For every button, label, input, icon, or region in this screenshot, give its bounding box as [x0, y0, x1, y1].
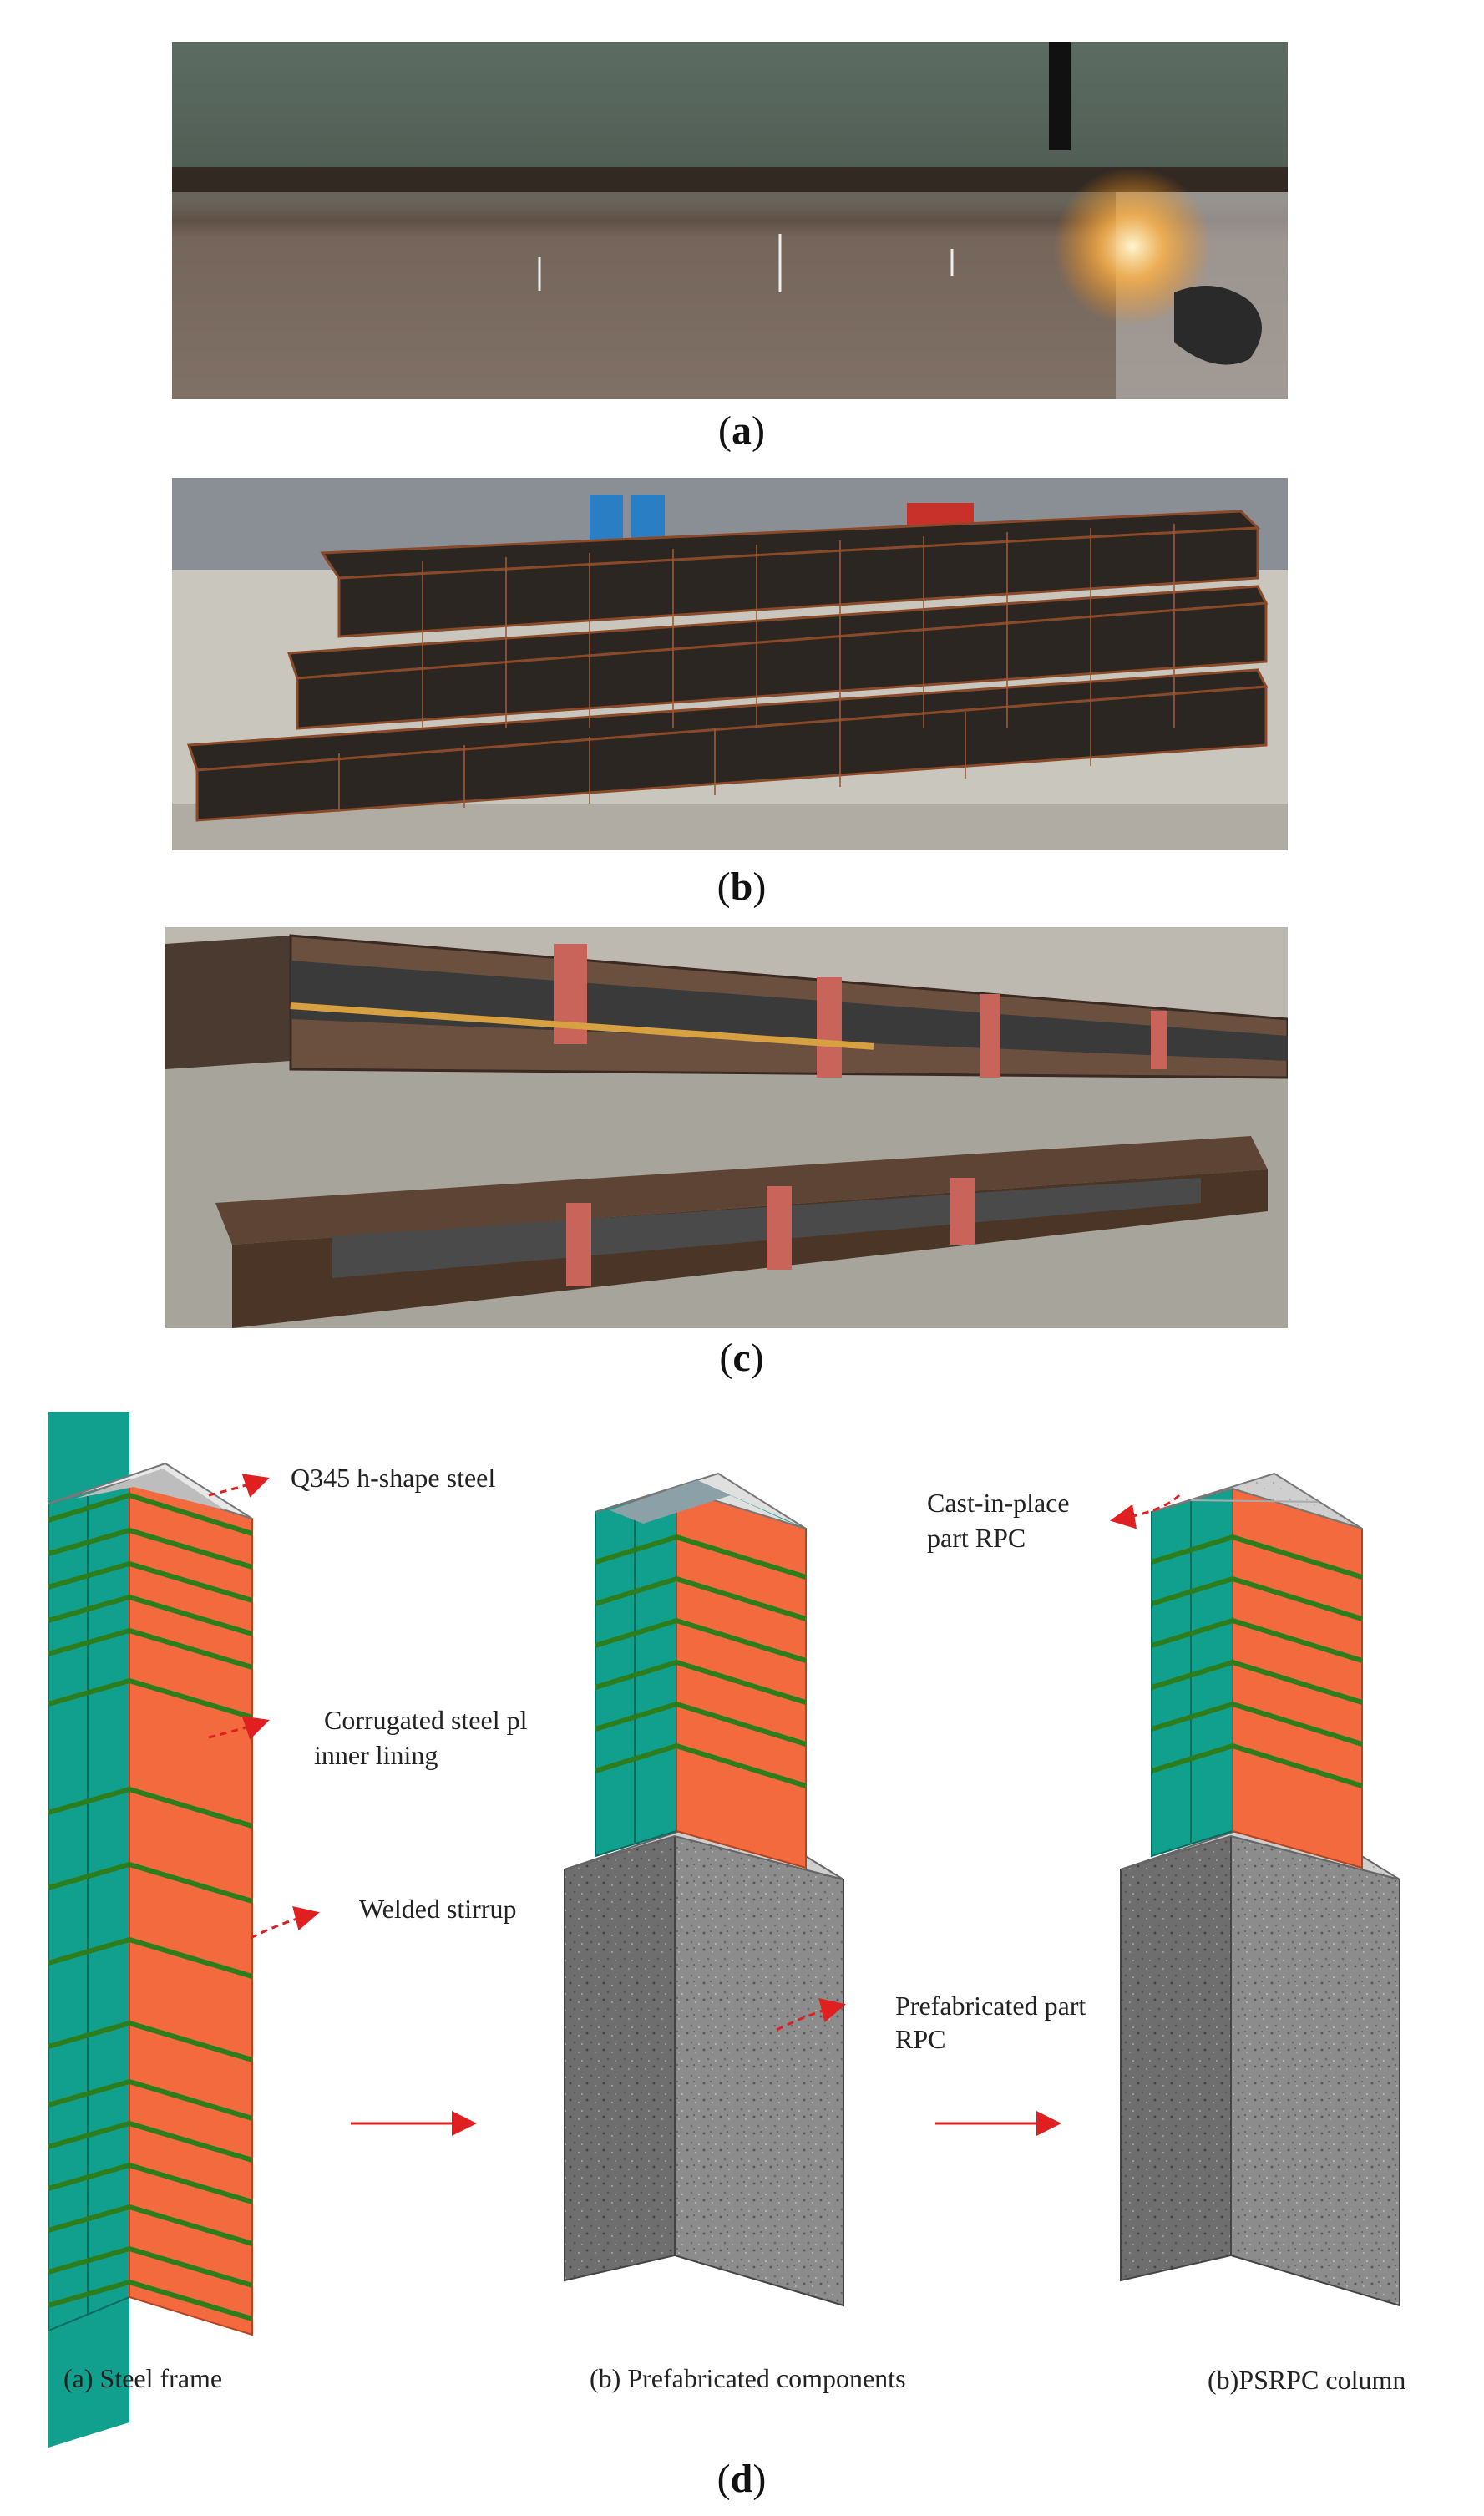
leader-prefab — [776, 1997, 846, 2032]
welded-stirrups — [48, 1492, 253, 2321]
callout-corrugated-2: inner lining — [314, 1740, 438, 1770]
subcaption-steel-frame: (a) Steel frame — [63, 2363, 222, 2393]
caption-d: (d) — [717, 2457, 767, 2501]
photo-b-steel-frames — [172, 478, 1288, 850]
psrpc-column — [1120, 1472, 1400, 2307]
leader-stirrup — [250, 1905, 320, 1940]
callout-castin-2: part RPC — [927, 1523, 1026, 1553]
photo-a-welding — [172, 42, 1288, 399]
caption-b: (b) — [717, 865, 767, 909]
leader-corrugated — [208, 1716, 270, 1740]
leader-h-steel — [208, 1474, 270, 1498]
psrpc-column-diagram: Q345 h-shape steel Corrugated steel pl i… — [48, 1412, 1405, 2448]
leader-castin — [1110, 1494, 1181, 1529]
callout-prefab-2: RPC — [895, 2024, 945, 2054]
subcaption-prefab-components: (b) Prefabricated components — [590, 2363, 906, 2393]
subcaption-psrpc-column: (b)PSRPC column — [1208, 2365, 1405, 2395]
callout-h-steel: Q345 h-shape steel — [291, 1463, 495, 1493]
caption-a: (a) — [718, 408, 765, 453]
photo-c-formwork — [165, 927, 1288, 1328]
caption-c: (c) — [719, 1336, 764, 1380]
callout-prefab-1: Prefabricated part — [895, 1991, 1086, 2021]
callout-castin-1: Cast-in-place — [927, 1488, 1070, 1518]
callout-stirrup: Welded stirrup — [359, 1894, 516, 1924]
prefab-column — [564, 1472, 844, 2307]
steel-frame-orange-face — [129, 1479, 253, 2336]
callout-corrugated-1: Corrugated steel pl — [324, 1705, 528, 1735]
